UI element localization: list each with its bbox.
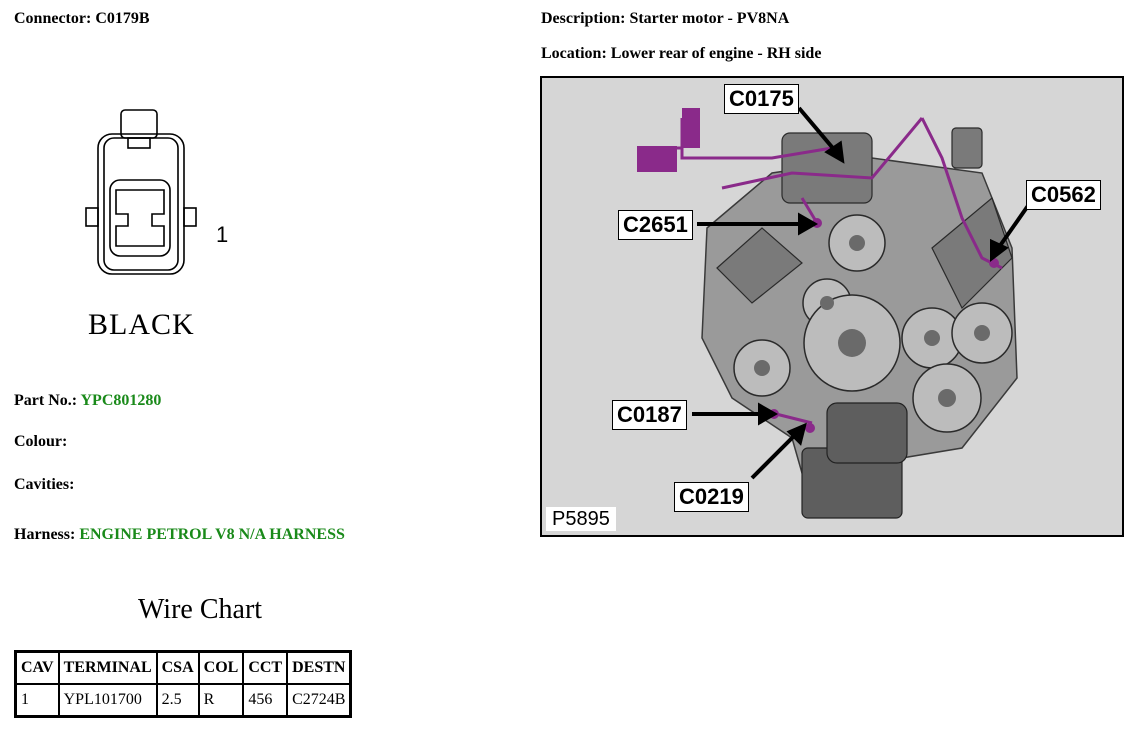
engine-location-image: C0175 C2651 C0562 C0187 C0219 P5895 xyxy=(540,76,1124,537)
wire-chart-table: CAV TERMINAL CSA COL CCT DESTN 1 YPL1017… xyxy=(14,650,353,718)
cell-csa: 2.5 xyxy=(155,683,200,718)
connector-label: Connector: xyxy=(14,10,92,27)
table-row: 1 YPL101700 2.5 R 456 C2724B xyxy=(14,683,352,718)
harness-label: Harness: xyxy=(14,526,76,543)
pin-number-label: 1 xyxy=(216,222,229,247)
cell-terminal: YPL101700 xyxy=(57,683,158,718)
callout-c2651: C2651 xyxy=(618,210,693,240)
harness-link[interactable]: ENGINE PETROL V8 N/A HARNESS xyxy=(79,526,345,543)
connector-field: Connector: C0179B xyxy=(14,10,150,28)
wire-chart-header-row: CAV TERMINAL CSA COL CCT DESTN xyxy=(14,650,352,685)
description-value: Starter motor - PV8NA xyxy=(629,10,790,27)
callout-c0219: C0219 xyxy=(674,482,749,512)
cell-col: R xyxy=(197,683,245,718)
header-cav: CAV xyxy=(14,650,60,685)
callout-c0562: C0562 xyxy=(1026,180,1101,210)
header-csa: CSA xyxy=(155,650,200,685)
location-field: Location: Lower rear of engine - RH side xyxy=(541,45,821,63)
header-destn: DESTN xyxy=(286,650,352,685)
engine-illustration xyxy=(637,106,1034,519)
wire-chart-title: Wire Chart xyxy=(138,594,263,625)
harness-field: Harness: ENGINE PETROL V8 N/A HARNESS xyxy=(14,526,345,544)
location-label: Location: xyxy=(541,45,607,62)
description-field: Description: Starter motor - PV8NA xyxy=(541,10,789,28)
connector-value: C0179B xyxy=(95,10,150,27)
cavities-label: Cavities: xyxy=(14,476,75,493)
cavities-field: Cavities: xyxy=(14,476,74,494)
part-no-label: Part No.: xyxy=(14,392,78,409)
location-value: Lower rear of engine - RH side xyxy=(610,45,822,62)
description-label: Description: xyxy=(541,10,626,27)
part-no-link[interactable]: YPC801280 xyxy=(80,392,162,409)
part-no-field: Part No.: YPC801280 xyxy=(14,392,161,410)
cell-cct: 456 xyxy=(242,683,289,718)
callout-c0187: C0187 xyxy=(612,400,687,430)
colour-label: Colour: xyxy=(14,433,68,450)
colour-field: Colour: xyxy=(14,433,67,451)
cell-cav: 1 xyxy=(14,683,60,718)
connector-color-label: BLACK xyxy=(88,308,195,341)
header-col: COL xyxy=(197,650,245,685)
connector-face-diagram xyxy=(85,109,197,275)
cell-destn[interactable]: C2724B xyxy=(286,683,352,718)
header-terminal: TERMINAL xyxy=(57,650,158,685)
callout-c0175: C0175 xyxy=(724,84,799,114)
header-cct: CCT xyxy=(242,650,289,685)
image-reference-label: P5895 xyxy=(546,507,616,531)
